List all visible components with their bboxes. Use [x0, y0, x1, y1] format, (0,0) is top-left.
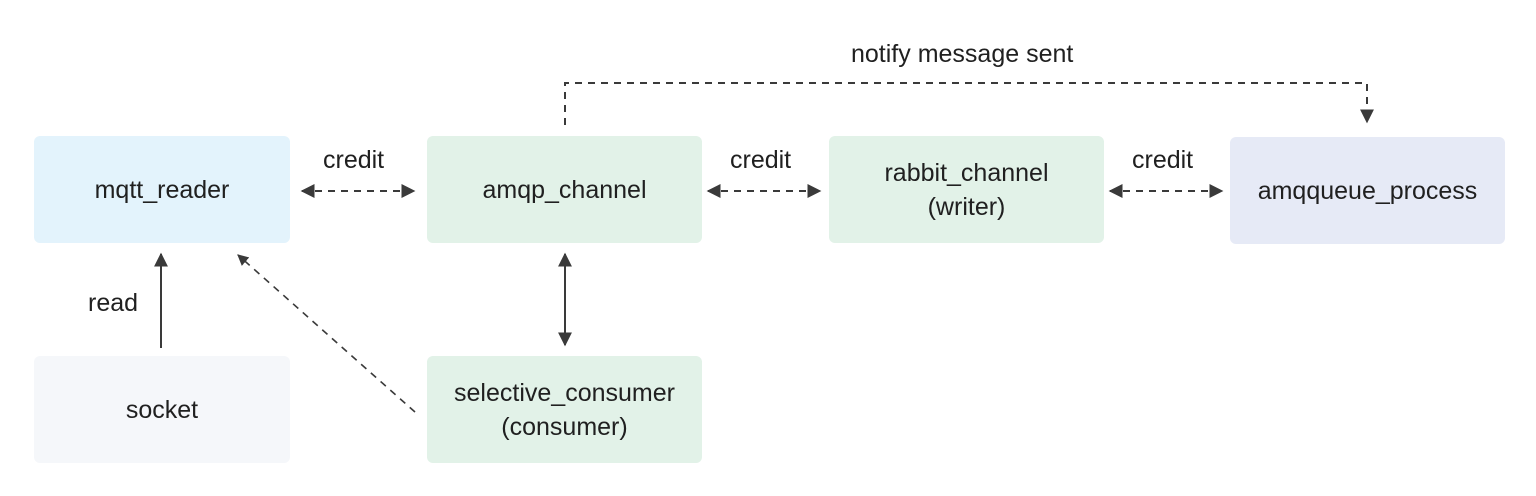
node-amqqueue-process: amqqueue_process — [1230, 137, 1505, 244]
edge-notify-message-sent — [564, 82, 1374, 125]
node-amqp-channel-label: amqp_channel — [482, 175, 647, 204]
node-selective-consumer-label: selective_consumer — [454, 378, 675, 407]
edge-consumer-to-reader — [237, 254, 416, 413]
node-rabbit-channel-sublabel: (writer) — [927, 192, 1006, 221]
node-selective-consumer-sublabel: (consumer) — [501, 412, 628, 441]
node-mqtt-reader-label: mqtt_reader — [94, 175, 230, 204]
node-socket: socket — [34, 356, 290, 463]
node-mqtt-reader: mqtt_reader — [34, 136, 290, 243]
node-rabbit-channel-label: rabbit_channel — [884, 158, 1049, 187]
node-socket-label: socket — [125, 395, 199, 424]
node-amqp-channel: amqp_channel — [427, 136, 702, 243]
node-selective-consumer: selective_consumer (consumer) — [427, 356, 702, 463]
edge-label-credit-rabbit-queue: credit — [1132, 146, 1194, 174]
node-rabbit-channel: rabbit_channel (writer) — [829, 136, 1104, 243]
edge-label-credit-amqp-rabbit: credit — [730, 146, 792, 174]
edge-label-notify: notify message sent — [851, 40, 1074, 68]
node-amqqueue-process-label: amqqueue_process — [1257, 176, 1478, 205]
edge-label-credit-reader-amqp: credit — [323, 146, 385, 174]
edge-label-read: read — [88, 289, 139, 317]
